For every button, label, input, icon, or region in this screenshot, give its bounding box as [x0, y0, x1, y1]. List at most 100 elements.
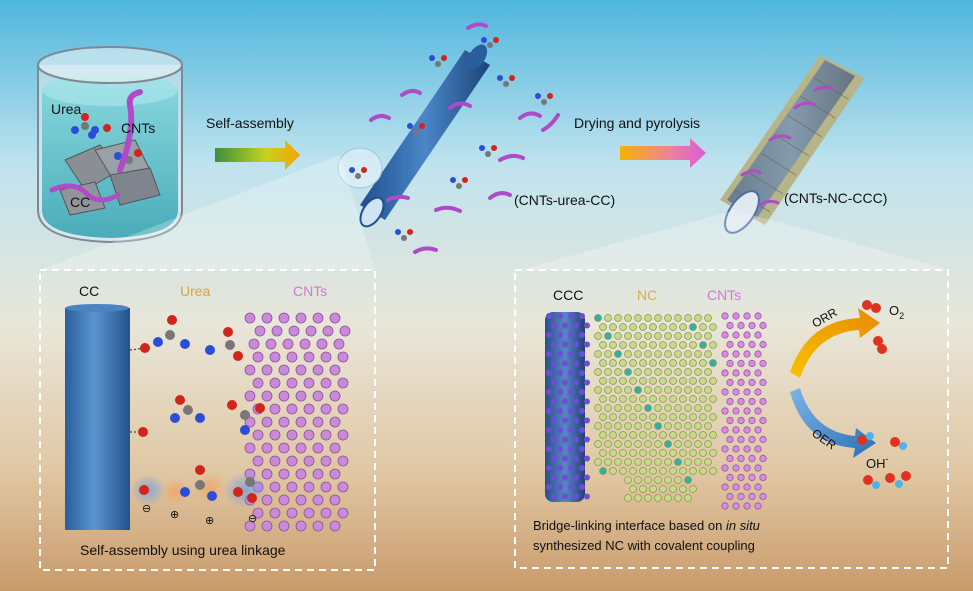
- atom: [584, 455, 590, 462]
- atom: [303, 429, 315, 441]
- self-assembly-arrow: Self-assembly: [206, 115, 300, 170]
- atom: [654, 332, 662, 340]
- atom: [329, 468, 341, 480]
- atom: [726, 454, 734, 463]
- atom: [579, 332, 585, 338]
- atom: [568, 351, 574, 357]
- atom: [654, 386, 662, 394]
- atom: [594, 368, 602, 376]
- atom: [737, 492, 745, 501]
- atom: [679, 395, 687, 403]
- left-cc-label: CC: [79, 283, 99, 299]
- atom: [303, 403, 315, 415]
- atom: [743, 350, 751, 358]
- atom: [557, 332, 563, 338]
- atom: [709, 323, 717, 331]
- atom: [303, 481, 315, 493]
- atom: [329, 442, 341, 454]
- atom: [674, 404, 682, 412]
- atom: [629, 359, 637, 367]
- atom: [579, 370, 585, 376]
- atom: [654, 368, 662, 376]
- atom: [709, 359, 717, 367]
- atom: [754, 407, 762, 415]
- atom: [546, 484, 552, 490]
- atom: [684, 386, 692, 394]
- atom: [579, 484, 585, 490]
- atom: [599, 377, 607, 385]
- atom: [320, 351, 332, 363]
- atom: [624, 458, 632, 466]
- atom: [629, 449, 637, 457]
- atom: [573, 474, 579, 481]
- atom: [269, 455, 281, 467]
- atom: [709, 413, 717, 421]
- atom: [568, 389, 574, 395]
- atom: [684, 350, 692, 358]
- carbon-cloth-patches: [59, 139, 161, 216]
- atom: [599, 413, 607, 421]
- atom: [664, 422, 672, 430]
- atom: [573, 398, 579, 405]
- atom: [674, 332, 682, 340]
- drying-pyrolysis-label: Drying and pyrolysis: [574, 115, 700, 131]
- atom: [726, 321, 734, 330]
- right-caption-line1: Bridge-linking interface based on in sit…: [533, 518, 760, 533]
- atom: [669, 341, 677, 349]
- atom: [609, 323, 617, 331]
- atom: [737, 397, 745, 406]
- atom: [614, 314, 622, 322]
- atom: [568, 427, 574, 433]
- o2-subscript: 2: [899, 311, 904, 321]
- atom: [312, 390, 324, 402]
- atom: [614, 440, 622, 448]
- atom: [557, 484, 563, 490]
- atom: [684, 440, 692, 448]
- atom: [624, 350, 632, 358]
- atom: [748, 473, 756, 482]
- atom: [278, 520, 290, 532]
- atom: [629, 467, 637, 475]
- atom: [699, 395, 707, 403]
- atom: [659, 449, 667, 457]
- atom: [261, 312, 273, 324]
- atom: [743, 483, 751, 491]
- atom: [295, 442, 307, 454]
- atom: [614, 368, 622, 376]
- atom: [699, 431, 707, 439]
- atom: [614, 386, 622, 394]
- orr-arrow: [790, 308, 880, 378]
- atom: [726, 359, 734, 368]
- atom: [743, 502, 751, 510]
- atom: [329, 520, 341, 532]
- atom: [721, 407, 729, 415]
- atom: [624, 494, 632, 502]
- atom: [644, 314, 652, 322]
- atom: [759, 359, 767, 368]
- atom: [699, 449, 707, 457]
- atom: [649, 377, 657, 385]
- zoom-cone-right: [520, 210, 950, 270]
- atom: [604, 440, 612, 448]
- atom: [614, 458, 622, 466]
- atom: [282, 338, 294, 350]
- atom: [669, 485, 677, 493]
- atom: [743, 331, 751, 339]
- cnts-nc-ccc-rod: (CNTs-NC-CCC): [720, 55, 887, 234]
- atom: [649, 449, 657, 457]
- atom: [759, 492, 767, 501]
- atom: [721, 312, 729, 320]
- atom: [709, 431, 717, 439]
- atom: [679, 467, 687, 475]
- atom: [269, 481, 281, 493]
- oh-superscript: -: [886, 454, 889, 464]
- atom: [743, 388, 751, 396]
- zoom-cone-left: [40, 155, 375, 270]
- atom: [594, 458, 602, 466]
- atom: [329, 494, 341, 506]
- atom: [573, 493, 579, 500]
- atom: [732, 483, 740, 491]
- atom: [654, 494, 662, 502]
- atom: [286, 481, 298, 493]
- right-cnts-label: CNTs: [707, 287, 741, 303]
